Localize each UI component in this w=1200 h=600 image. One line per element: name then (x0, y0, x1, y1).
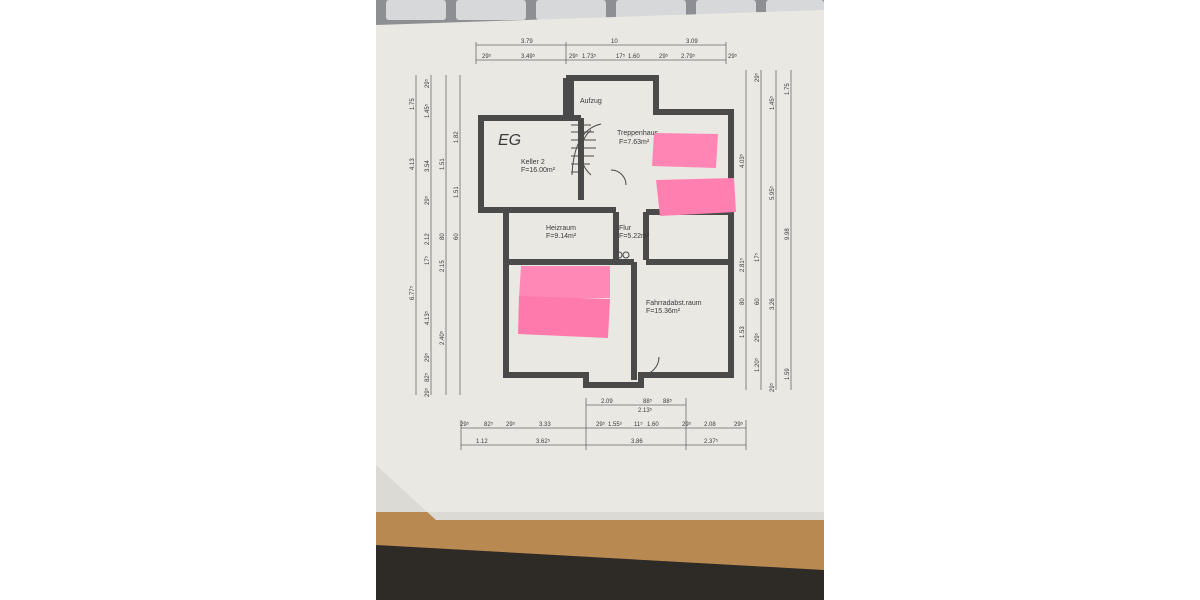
left-dimension-lines (415, 75, 461, 395)
floor-plan-photo: 3.79 10 3.09 29⁵ 3.49⁵ 29⁵ 1.73⁵ 17⁵ 1.6… (376, 0, 824, 600)
dim-left-mid-4: 29⁵ (424, 195, 431, 205)
dim-top-detail-3: 29⁵ (569, 53, 579, 60)
dim-left-inner-1: 1.82 (454, 131, 460, 143)
dim-top-detail-7: 29⁵ (659, 53, 669, 60)
room-keller-area: F=16.00m² (521, 167, 556, 174)
dim-right-inner-1: 2.81⁵ (739, 257, 746, 272)
dim-top-total-3: 3.09 (686, 39, 698, 45)
dim-top-detail-4: 1.73⁵ (582, 53, 597, 60)
dim-bottom-detail-10: 2.08 (704, 422, 716, 428)
sticky-note-4 (518, 296, 610, 338)
dim-right-mid-8: 29⁵ (769, 382, 776, 392)
dim-left-mid-5: 2.12 (425, 233, 431, 245)
room-fahrrad-name: Fahrradabst.raum (646, 300, 702, 307)
room-flur-name: Flur (619, 225, 632, 232)
dim-bottom-total-1: 1.12 (476, 439, 488, 445)
dim-left-mid-10: 29⁵ (424, 387, 431, 397)
dim-left-mid-1: 29⁵ (424, 78, 431, 88)
top-dimension-lines (475, 42, 727, 64)
dim-top-detail-5: 17⁵ (616, 53, 626, 60)
dim-bottom-inner-4: 2.13⁵ (638, 407, 653, 414)
room-treppenhaus-name: Treppenhaus (617, 130, 658, 137)
dim-bottom-detail-11: 29⁵ (734, 421, 744, 428)
dim-left-mid-3: 3.54 (425, 160, 431, 172)
dim-bottom-detail-9: 29⁵ (682, 421, 692, 428)
dim-left-outer-1: 1.75 (410, 98, 416, 110)
dim-bottom-detail-5: 29⁵ (596, 421, 606, 428)
dim-top-detail-9: 29⁵ (728, 53, 738, 60)
dim-right-inner-4: 60 (755, 298, 761, 305)
floor-label: EG (498, 132, 521, 149)
dim-right-mid-5: 3.26 (770, 298, 776, 310)
staircase (571, 123, 630, 259)
sticky-note-2 (656, 178, 736, 216)
room-flur-area: F=5.22m² (619, 233, 650, 240)
wooden-desk-edge (376, 510, 824, 570)
dim-bottom-detail-1: 29⁵ (460, 421, 470, 428)
room-aufzug-name: Aufzug (580, 98, 602, 105)
dim-bottom-detail-7: 11⁵ (634, 421, 643, 428)
door-swings (610, 169, 660, 376)
sticky-note-1 (652, 133, 718, 168)
dim-top-detail-8: 2.79⁵ (681, 53, 696, 60)
dim-left-mid-9: 82⁵ (424, 372, 431, 382)
dim-top-detail-1: 29⁵ (482, 53, 492, 60)
dim-right-mid-7: 1.20⁵ (754, 357, 761, 372)
dim-top-detail-2: 3.49⁵ (521, 53, 536, 60)
dim-left-inner-6: 80 (440, 233, 446, 240)
dim-bottom-inner-3: 88⁵ (663, 398, 673, 405)
room-fahrrad-area: F=15.36m² (646, 308, 681, 315)
dim-right-outer-3: 9.98 (785, 228, 791, 240)
room-heizraum-name: Heizraum (546, 225, 576, 232)
dim-top-detail-6: 1.60 (628, 54, 640, 60)
dim-right-mid-6: 29⁵ (754, 332, 761, 342)
dim-top-total-1: 3.79 (521, 39, 533, 45)
dim-right-mid-2: 1.45⁵ (769, 95, 776, 110)
dim-left-mid-8: 29⁵ (424, 352, 431, 362)
dim-left-inner-3: 2.15 (440, 260, 446, 272)
sticky-note-3 (519, 266, 610, 298)
room-keller-name: Keller 2 (521, 159, 545, 166)
dim-right-mid-1: 29⁵ (754, 72, 761, 82)
dim-right-mid-4: 17⁵ (754, 252, 761, 262)
right-dimension-lines (745, 70, 792, 390)
dim-left-inner-2: 1.51 (454, 186, 460, 198)
sticky-notes (518, 133, 736, 338)
dim-right-inner-3: 80 (740, 298, 746, 305)
dim-top-total-2: 10 (611, 39, 618, 45)
room-heizraum-area: F=9.14m² (546, 233, 577, 240)
dim-bottom-inner-2: 88⁵ (643, 398, 653, 405)
dim-bottom-inner-1: 2.09 (601, 399, 613, 405)
dim-bottom-detail-6: 1.55⁵ (608, 421, 623, 428)
dim-bottom-detail-4: 3.33 (539, 422, 551, 428)
dim-bottom-total-3: 3.86 (631, 439, 643, 445)
dim-bottom-total-2: 3.62⁵ (536, 438, 551, 445)
dim-left-mid-7: 4.13⁵ (424, 310, 431, 325)
dim-right-mid-3: 4.03⁵ (739, 153, 746, 168)
dim-right-outer-2: 5.95⁵ (769, 185, 776, 200)
dim-right-outer-4: 1.59 (785, 368, 791, 380)
paper-shadow (376, 465, 824, 520)
dim-left-mid-6: 17⁵ (424, 255, 431, 265)
dim-bottom-detail-3: 29⁵ (506, 421, 516, 428)
dim-right-outer-1: 1.75 (785, 83, 791, 95)
dim-left-inner-7: 60 (454, 233, 460, 240)
room-treppenhaus-area: F=7.63m² (619, 139, 650, 146)
dim-left-outer-2: 4.13 (410, 158, 416, 170)
dim-left-inner-5: 1.51 (440, 158, 446, 170)
dim-left-mid-2: 1.45⁵ (424, 103, 431, 118)
dim-right-inner-2: 1.53 (740, 326, 746, 338)
dim-left-inner-4: 2.40⁵ (439, 330, 446, 345)
dim-left-outer-3: 6.77⁵ (409, 285, 416, 300)
dim-bottom-total-4: 2.37⁵ (704, 438, 719, 445)
dim-bottom-detail-2: 82⁵ (484, 421, 494, 428)
dim-bottom-detail-8: 1.60 (647, 422, 659, 428)
bottom-dimension-lines (460, 398, 747, 450)
